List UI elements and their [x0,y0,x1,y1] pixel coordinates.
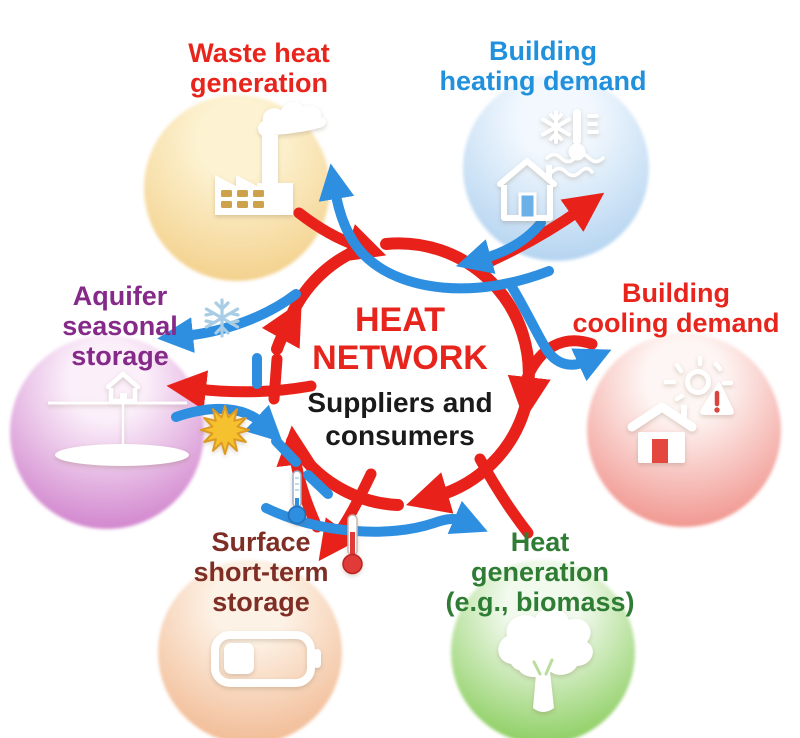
sun-icon [200,405,250,455]
snowflake-icon [204,298,240,338]
hot-flow-to-aquifer [166,370,317,410]
factory-windows [221,190,264,208]
factory-smoke [257,101,327,137]
building-cooling-label: Building cooling demand [572,278,779,338]
sun-outline [663,355,734,402]
label-line: seasonal [62,311,178,341]
battery-icon [211,631,321,687]
hot-flow-from-cooling-building [521,335,598,384]
tree-icon [498,608,593,712]
aquifer-reservoir [55,444,189,466]
label-line: Heat [510,527,570,557]
label-line: Waste heat [188,38,330,68]
tree-canopy [498,608,593,678]
waste-heat-label: Waste heat generation [188,38,330,98]
hot-ring-left-segment [261,300,302,355]
label-line: Building [489,36,597,66]
cold-flow-to-aquifer [157,289,301,354]
label-line: storage [71,341,169,371]
label-line: generation [470,557,610,587]
label-line: cooling demand [572,308,780,338]
house-sun-warning-icon [627,355,734,463]
tree-branches [532,658,554,676]
cold-flow-to-biomass [261,500,488,537]
house-filled [627,402,697,463]
building-cooling-circle [587,333,781,527]
tree-trunk [533,662,554,712]
center-subtitle-line: consumers [325,420,475,451]
center-subtitle-line: Suppliers and [307,387,493,418]
center-title-line: NETWORK [312,339,488,377]
hot-ring-right-segment [405,402,531,514]
label-line: Aquifer [72,281,168,311]
cold-ring-dash-3 [303,470,333,499]
cold-flow-from-heating-building [456,218,546,274]
battery-case [211,631,315,687]
warning-triangle [700,382,734,415]
small-house [105,371,141,404]
building-heating-label: Building heating demand [439,36,646,96]
factory-building [215,135,293,215]
factory-icon [215,101,327,215]
aquifer-storage-label: Aquifer seasonal storage [62,281,178,371]
cold-thermometer-icon [287,470,307,525]
battery-terminal [313,649,321,668]
snowflake-white [541,110,571,144]
label-line: storage [212,587,310,617]
label-line: short-term [193,557,329,587]
label-line: generation [189,68,329,98]
label-line: Building [622,278,730,308]
cold-flow-to-cooling-building [507,282,612,382]
hot-thermometer-icon [342,514,363,575]
water-waves [545,152,605,178]
label-line: Surface [211,527,311,557]
center-subtitle: Suppliers and consumers [307,386,492,452]
house-snowflake-thermometer-icon [497,109,605,221]
center-title-line: HEAT [354,301,446,339]
heat-generation-label: Heat generation (e.g., biomass) [445,527,634,617]
house-outline [497,158,557,221]
center-title: HEAT NETWORK [312,301,488,377]
label-line: (e.g., biomass) [445,587,635,617]
hot-ring-dash [268,353,283,405]
hot-flow-from-biomass [474,453,534,539]
cold-ring-dash-2 [271,436,301,467]
cold-flow-to-waste-heat [318,163,554,294]
aquifer-house-icon [48,371,189,466]
label-line: heating demand [439,66,647,96]
battery-charge-cell [224,643,254,674]
aquifer-storage-circle [10,335,204,529]
surface-storage-label: Surface short-term storage [193,527,328,617]
